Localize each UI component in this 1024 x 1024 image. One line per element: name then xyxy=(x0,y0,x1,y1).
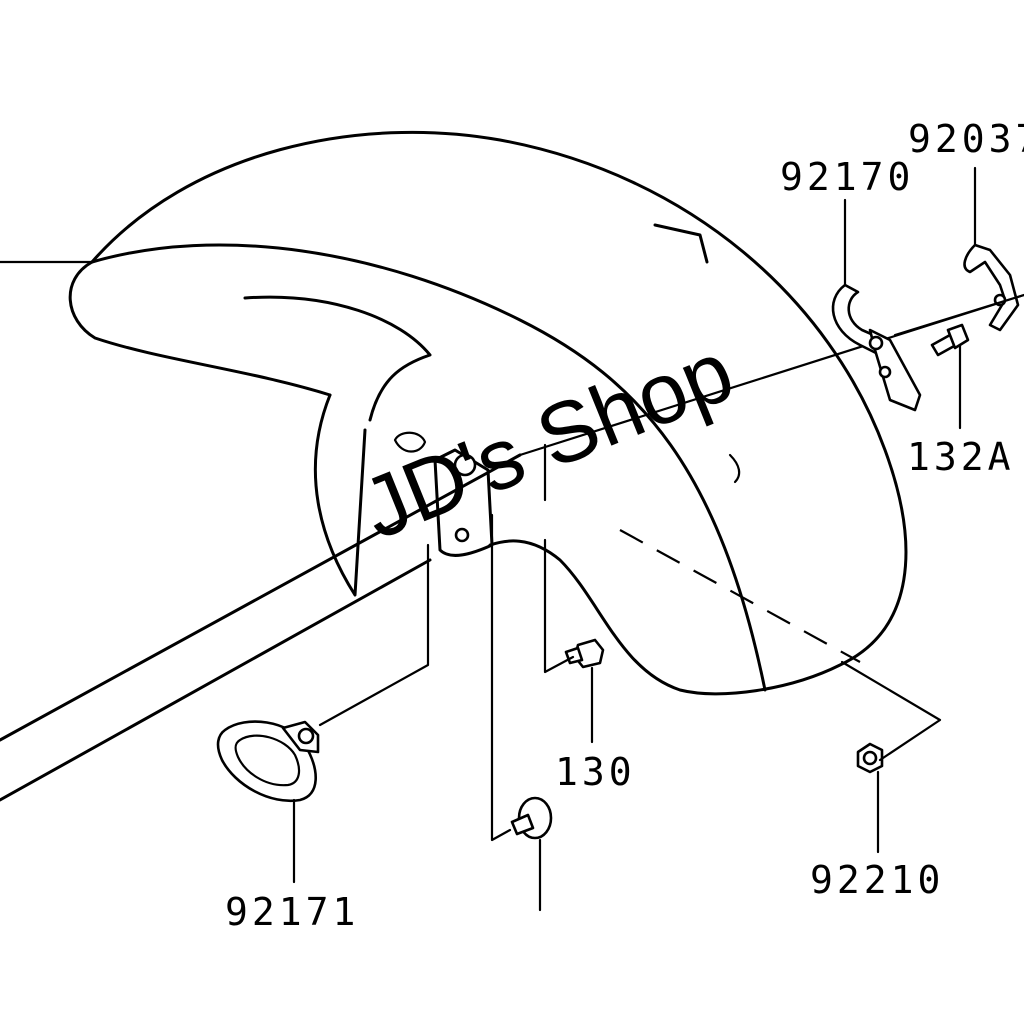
label-92210: 92210 xyxy=(810,858,944,902)
label-130: 130 xyxy=(555,750,636,794)
bolt-washer xyxy=(510,796,553,840)
leader-washer-upper xyxy=(490,513,512,842)
leader-lines xyxy=(0,166,1024,912)
label-132A: 132A xyxy=(907,435,1015,479)
label-fender-ref: 3 xyxy=(0,241,5,285)
grommet-92171 xyxy=(216,720,320,803)
leader-clamp-bracket xyxy=(893,293,1024,337)
label-92037: 92037 xyxy=(908,117,1024,161)
front-fender xyxy=(68,130,908,696)
clamp-92170 xyxy=(831,283,922,412)
shop-watermark: JD's Shop xyxy=(349,323,746,558)
leader-92210-upper xyxy=(840,660,942,762)
label-92170: 92170 xyxy=(780,155,914,199)
nut-92210 xyxy=(856,742,884,774)
bolt-132A xyxy=(930,323,970,357)
bolt-130 xyxy=(564,638,605,669)
dashed-guide xyxy=(619,529,861,663)
label-92171: 92171 xyxy=(225,890,359,934)
axle-guide-lines xyxy=(0,293,1024,802)
leader-92171-top xyxy=(318,543,430,727)
leader-130-upper xyxy=(543,538,575,674)
clamp-92037 xyxy=(963,243,1020,332)
